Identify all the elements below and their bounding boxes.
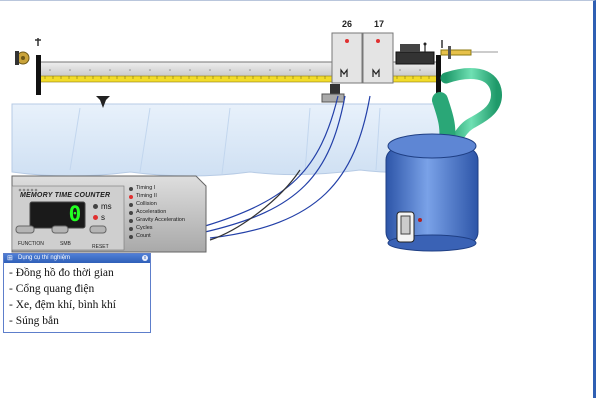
panel-title: Dụng cụ thí nghiệm <box>18 255 71 261</box>
mode-led-gravity-acceleration <box>129 219 133 223</box>
mode-count[interactable]: Count <box>136 233 151 239</box>
mode-timing-i[interactable]: Timing I <box>136 185 156 191</box>
photogate-1-number: 26 <box>342 19 353 29</box>
air-cart[interactable] <box>395 42 435 65</box>
air-hose <box>440 68 502 154</box>
reset-button-label[interactable]: RESET <box>92 244 109 250</box>
photogate-1[interactable] <box>331 32 363 84</box>
smb-button-label[interactable]: SMB <box>60 241 71 247</box>
unit-ms-label: ms <box>101 202 112 211</box>
mode-led-timing-i <box>129 187 133 191</box>
counter-title: MEMORY TIME COUNTER <box>20 192 111 199</box>
mode-led-timing-ii <box>129 195 133 199</box>
gate-stand <box>321 84 345 103</box>
photogate-2-number: 17 <box>374 19 385 29</box>
unit-s-indicator <box>93 215 98 220</box>
list-item: - Súng bắn <box>9 315 59 327</box>
air-blower[interactable] <box>385 133 479 252</box>
list-item: - Cổng quang điện <box>9 283 95 295</box>
memory-time-counter[interactable] <box>11 175 207 253</box>
equipment-panel: ⊞ Dụng cụ thí nghiệm x - Đồng hồ đo thời… <box>3 253 151 333</box>
windows-logo-icon: ⊞ <box>7 255 13 262</box>
mode-acceleration[interactable]: Acceleration <box>136 209 167 215</box>
unit-s-label: s <box>101 213 105 222</box>
mode-led-count <box>129 235 133 239</box>
mode-led-acceleration <box>129 211 133 215</box>
counter-display-digit: 0 <box>68 202 82 226</box>
function-button-label[interactable]: FUNCTION <box>18 241 44 247</box>
unit-ms-indicator <box>93 204 98 209</box>
equipment-list: - Đồng hồ đo thời gian - Cổng quang điện… <box>4 265 150 329</box>
mode-led-cycles <box>129 227 133 231</box>
mode-cycles[interactable]: Cycles <box>136 225 153 231</box>
track-foot <box>96 96 110 108</box>
list-item: - Đồng hồ đo thời gian <box>9 267 114 279</box>
launcher[interactable] <box>440 40 498 59</box>
list-item: - Xe, đệm khí, bình khí <box>9 299 116 311</box>
photogate-2[interactable] <box>362 32 394 84</box>
mode-gravity-acceleration[interactable]: Gravity Acceleration <box>136 217 185 223</box>
mode-timing-ii[interactable]: Timing II <box>136 193 157 199</box>
panel-header[interactable]: ⊞ Dụng cụ thí nghiệm x <box>4 254 150 263</box>
close-icon[interactable]: x <box>142 255 148 261</box>
mode-led-collision <box>129 203 133 207</box>
pulley <box>15 38 41 65</box>
cables <box>204 95 371 241</box>
mode-collision[interactable]: Collision <box>136 201 157 207</box>
